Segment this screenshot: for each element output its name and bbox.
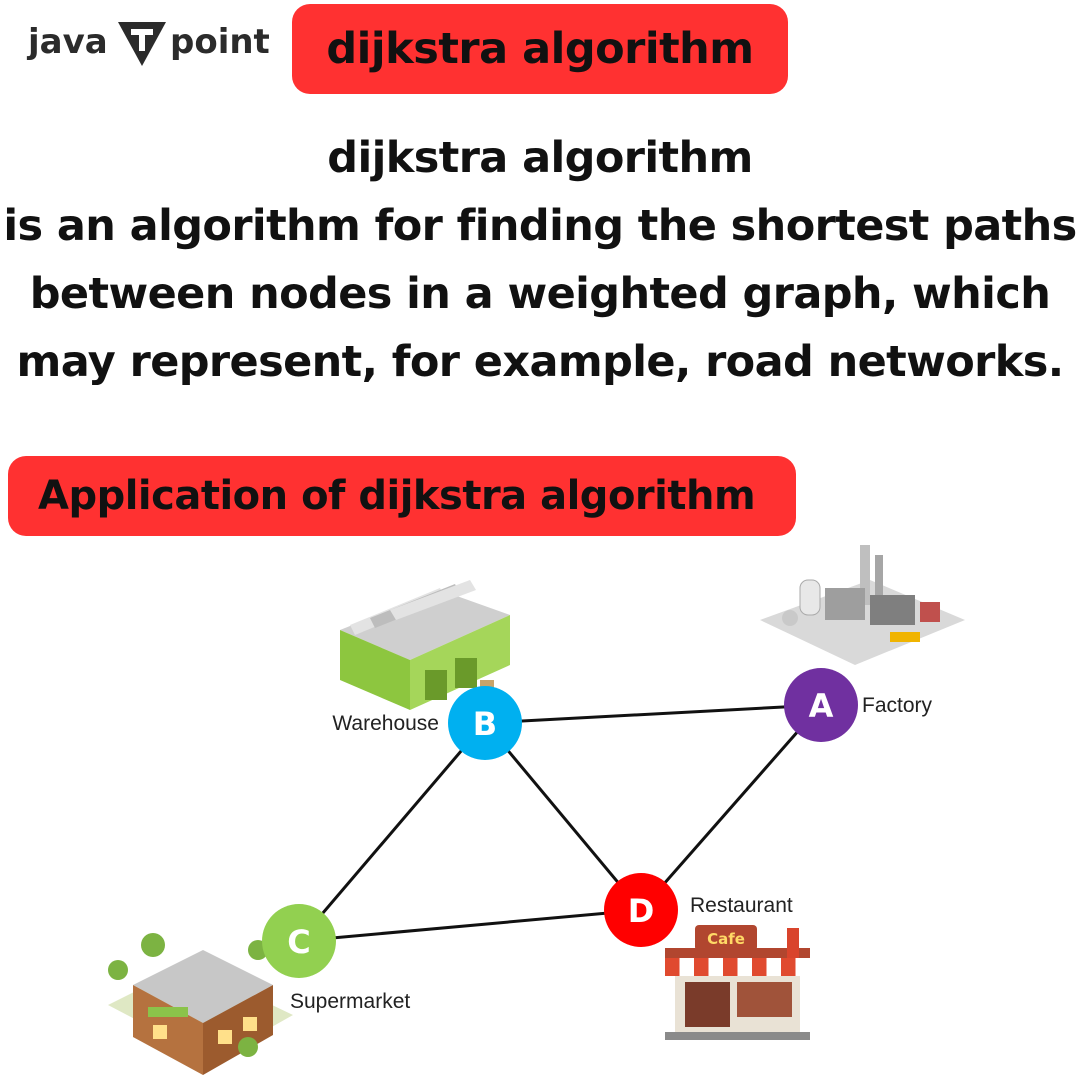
- edge-c-d: [298, 908, 642, 943]
- node-letter: B: [473, 705, 497, 743]
- description-line: may represent, for example, road network…: [16, 337, 1064, 387]
- node-label: Supermarket: [290, 990, 410, 1013]
- node-label: Warehouse: [332, 712, 439, 735]
- node-label: Factory: [862, 694, 933, 717]
- node-b: B Warehouse: [332, 686, 522, 760]
- node-circle: [784, 668, 858, 742]
- logo-triangle-icon: [118, 22, 166, 66]
- restaurant-illustration: Cafe: [665, 925, 810, 1040]
- node-circle: [604, 873, 678, 947]
- node-d: D Restaurant: [604, 873, 793, 947]
- node-letter: C: [287, 923, 310, 961]
- node-a: A Factory: [784, 668, 933, 742]
- page-title: dijkstra algorithm: [292, 4, 788, 94]
- edge-b-a: [484, 703, 822, 725]
- javatpoint-logo: java point: [28, 14, 270, 70]
- factory-illustration: [760, 545, 965, 665]
- edge-b-c: [297, 722, 487, 942]
- node-letter: D: [628, 892, 655, 930]
- logo-point-text: point: [170, 22, 270, 62]
- description-line: between nodes in a weighted graph, which: [29, 269, 1051, 319]
- edge-a-d: [639, 704, 823, 911]
- node-label: Restaurant: [690, 894, 793, 917]
- description-line: dijkstra algorithm: [327, 133, 753, 183]
- node-circle: [262, 904, 336, 978]
- node-circle: [448, 686, 522, 760]
- description: dijkstra algorithm is an algorithm for f…: [0, 124, 1080, 396]
- warehouse-illustration: [340, 580, 510, 710]
- graph-edges: [297, 703, 823, 943]
- node-c: C Supermarket: [262, 904, 410, 1013]
- supermarket-illustration: [108, 933, 293, 1075]
- node-letter: A: [809, 687, 834, 725]
- logo-java-text: java: [28, 22, 108, 62]
- description-line: is an algorithm for finding the shortest…: [3, 201, 1077, 251]
- edge-b-d: [483, 722, 643, 911]
- cafe-sign-text: Cafe: [707, 930, 745, 948]
- section-heading: Application of dijkstra algorithm: [8, 456, 796, 536]
